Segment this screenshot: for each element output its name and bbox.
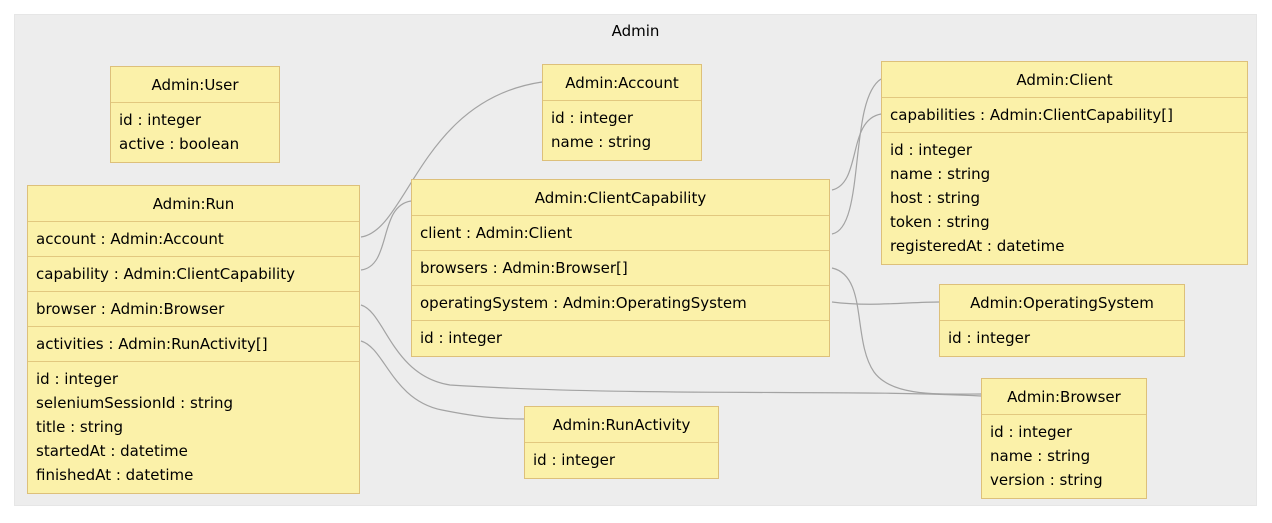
entity-title: Admin:Browser xyxy=(1007,388,1121,406)
reference-row: client : Admin:Client xyxy=(412,215,829,250)
edge-clientcapability-client xyxy=(831,78,882,235)
attribute: id : integer xyxy=(420,329,502,347)
attribute: title : string xyxy=(36,418,123,436)
attribute: id : integer xyxy=(890,141,972,159)
entity-attributes: id : integer name : string xyxy=(543,100,701,160)
attribute: active : boolean xyxy=(119,135,240,153)
entity-admin-account: Admin:Account id : integer name : string xyxy=(542,64,702,161)
entity-title: Admin:Client xyxy=(1016,71,1113,89)
entity-attributes: id : integer xyxy=(525,442,718,478)
entity-title: Admin:Account xyxy=(565,74,679,92)
attribute: id : integer xyxy=(533,451,615,469)
entity-title: Admin:Run xyxy=(152,195,235,213)
entity-attributes: id : integer seleniumSessionId : string … xyxy=(28,361,359,493)
attribute: id : integer xyxy=(948,329,1030,347)
attribute: startedAt : datetime xyxy=(36,442,188,460)
entity-title: Admin:RunActivity xyxy=(552,416,691,434)
entity-attributes: id : integer name : string version : str… xyxy=(982,414,1146,498)
reference-row: browsers : Admin:Browser[] xyxy=(412,250,829,285)
attribute: id : integer xyxy=(36,370,118,388)
entity-title: Admin:User xyxy=(151,76,239,94)
attribute: name : string xyxy=(890,165,991,183)
entity-attributes: id : integer name : string host : string… xyxy=(882,132,1247,264)
reference-row: browser : Admin:Browser xyxy=(28,291,359,326)
entity-attributes: id : integer active : boolean xyxy=(111,102,279,162)
reference-row: capability : Admin:ClientCapability xyxy=(28,256,359,291)
reference-row: account : Admin:Account xyxy=(28,221,359,256)
attribute: token : string xyxy=(890,213,990,231)
entity-attributes: id : integer xyxy=(940,320,1184,356)
edge-client-clientcapability xyxy=(831,113,882,191)
entity-admin-runactivity: Admin:RunActivity id : integer xyxy=(524,406,719,479)
edge-run-account xyxy=(360,81,543,238)
edge-run-clientcapability xyxy=(360,200,412,271)
reference-row: activities : Admin:RunActivity[] xyxy=(28,326,359,361)
attribute: seleniumSessionId : string xyxy=(36,394,234,412)
entity-admin-browser: Admin:Browser id : integer name : string… xyxy=(981,378,1147,499)
attribute: id : integer xyxy=(551,109,633,127)
entity-attributes: id : integer xyxy=(412,320,829,356)
attribute: registeredAt : datetime xyxy=(890,237,1065,255)
entity-admin-client: Admin:Client capabilities : Admin:Client… xyxy=(881,61,1248,265)
entity-admin-operatingsystem: Admin:OperatingSystem id : integer xyxy=(939,284,1185,357)
edge-clientcapability-operatingsystem xyxy=(831,301,940,305)
edge-run-browser xyxy=(360,304,982,397)
entity-title: Admin:ClientCapability xyxy=(534,189,707,207)
attribute: name : string xyxy=(990,447,1091,465)
entity-admin-run: Admin:Run account : Admin:Account capabi… xyxy=(27,185,360,494)
reference-row: capabilities : Admin:ClientCapability[] xyxy=(882,97,1247,132)
attribute: finishedAt : datetime xyxy=(36,466,194,484)
entity-admin-clientcapability: Admin:ClientCapability client : Admin:Cl… xyxy=(411,179,830,357)
attribute: host : string xyxy=(890,189,981,207)
edge-clientcapability-browser xyxy=(831,267,982,395)
attribute: id : integer xyxy=(119,111,201,129)
entity-title: Admin:OperatingSystem xyxy=(970,294,1154,312)
reference-row: operatingSystem : Admin:OperatingSystem xyxy=(412,285,829,320)
entity-admin-user: Admin:User id : integer active : boolean xyxy=(110,66,280,163)
attribute: id : integer xyxy=(990,423,1072,441)
attribute: version : string xyxy=(990,471,1103,489)
attribute: name : string xyxy=(551,133,652,151)
diagram-title: Admin xyxy=(611,22,660,40)
edge-run-runactivity xyxy=(360,340,525,420)
